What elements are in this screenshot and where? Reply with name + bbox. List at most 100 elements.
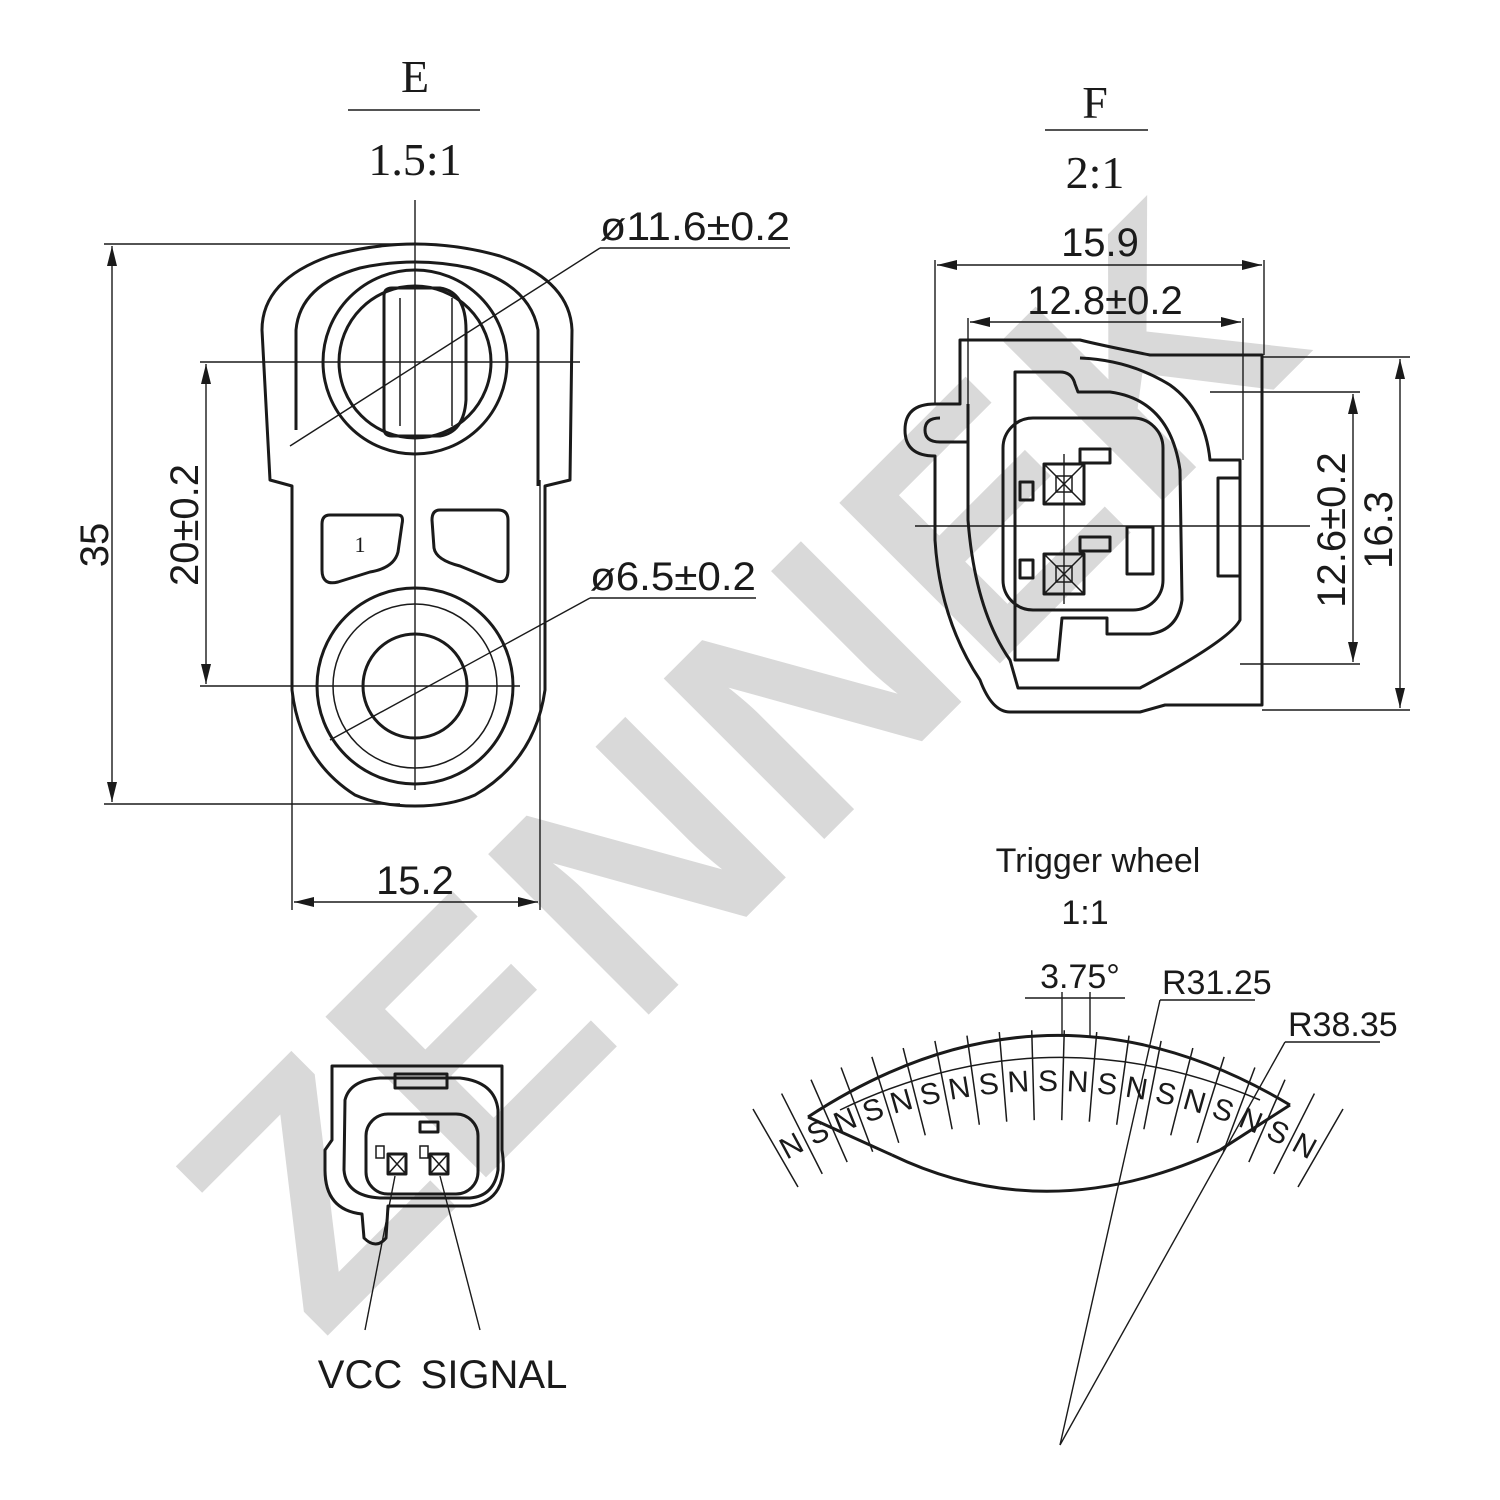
view-e-label: E [401, 51, 429, 102]
dim-top-hole: ø11.6±0.2 [600, 205, 790, 249]
wheel-pole-north: N [1007, 1065, 1030, 1099]
wheel-segment-divider [998, 1031, 1008, 1122]
wheel-outer-arc [807, 1034, 1291, 1119]
wheel-pole-south: S [917, 1076, 944, 1113]
pinout-pin-signal-cross [429, 1153, 449, 1175]
dim-f-outer-height: 16.3 [1357, 491, 1401, 569]
view-e-scale: 1.5:1 [368, 134, 461, 185]
pin-label-vcc: VCC [318, 1353, 402, 1397]
connector-socket-outline [1013, 370, 1184, 662]
pin-tab-bottom [1078, 535, 1112, 553]
pinout-pin-vcc-cross [387, 1153, 407, 1175]
wheel-segment-divider [1143, 1040, 1162, 1130]
connector-housing-inner [966, 356, 1242, 690]
pinout-housing [323, 1064, 505, 1246]
top-hole-core [382, 286, 468, 438]
wheel-segment-divider [1061, 1030, 1066, 1121]
pinout-pin-vcc [386, 1152, 408, 1176]
wheel-segment-divider [1248, 1079, 1286, 1163]
wheel-segment-divider [1088, 1031, 1098, 1122]
dim-bottom-hole: ø6.5±0.2 [590, 555, 756, 599]
view-f-label: F [1082, 77, 1108, 128]
leader-r-inner [1059, 999, 1161, 1446]
pin-slot-bottom [1018, 558, 1035, 580]
dim-f-inner-width: 12.8±0.2 [1027, 279, 1182, 323]
wheel-segment-divider [902, 1047, 926, 1136]
wheel-pole-north: N [774, 1127, 809, 1166]
connector-latch [1216, 476, 1242, 578]
wheel-pole-south: S [1038, 1065, 1058, 1098]
wheel-segment-divider [780, 1093, 823, 1175]
wheel-inner-arc [891, 1148, 1221, 1193]
trigger-wheel-title: Trigger wheel [996, 842, 1201, 880]
pinout-pin-signal [428, 1152, 450, 1176]
connector-cavity [1001, 416, 1165, 612]
wheel-pole-north: N [1180, 1083, 1210, 1121]
sensor-body-inner-outline [294, 260, 540, 486]
wheel-segment-divider [1297, 1108, 1344, 1188]
pin-slot-top [1018, 480, 1035, 502]
wheel-segment-divider [1196, 1056, 1225, 1144]
connector-lug-hole [923, 416, 968, 444]
wheel-pole-north: N [1066, 1065, 1089, 1099]
wheel-segment-divider [1115, 1035, 1130, 1125]
view-f: F 2:1 15.9 12.8±0.2 [903, 77, 1410, 714]
wheel-pole-north: N [946, 1071, 973, 1107]
wheel-segment-divider [871, 1056, 900, 1144]
wheel-segment-divider [966, 1035, 981, 1125]
wheel-segments [752, 1030, 1344, 1188]
dim-width: 15.2 [376, 859, 454, 903]
dim-f-outer-width: 15.9 [1061, 221, 1139, 265]
wheel-pole-south: S [1095, 1067, 1119, 1102]
connector-pinout: VCC SIGNAL [318, 1064, 568, 1397]
wheel-magnet-inner-arc [839, 1056, 1261, 1111]
outer-radius-label: R38.35 [1288, 1006, 1398, 1044]
leader-top-hole [289, 247, 601, 447]
wheel-right-edge [1219, 1103, 1291, 1152]
wheel-segment-divider [1170, 1047, 1194, 1136]
leader-signal [439, 1175, 481, 1331]
pin-label-signal: SIGNAL [421, 1353, 568, 1397]
wheel-segment-divider [1222, 1067, 1256, 1153]
leader-vcc [364, 1175, 396, 1331]
dim-f-inner-height: 12.6±0.2 [1310, 452, 1354, 607]
wheel-pole-south: S [977, 1067, 1001, 1102]
pinout-key [418, 1120, 440, 1134]
marker-pad-right [430, 508, 510, 584]
wheel-left-edge [807, 1115, 893, 1157]
dim-height: 35 [73, 523, 117, 568]
pinout-pin-vcc-tab [375, 1145, 385, 1159]
view-f-scale: 2:1 [1066, 147, 1125, 198]
wheel-segment-divider [1273, 1093, 1316, 1175]
dim-spacing: 20±0.2 [163, 464, 207, 586]
sensor-body-outline [260, 242, 574, 808]
wheel-pole-north: N [887, 1083, 917, 1121]
marker-pad-left [320, 513, 404, 585]
wheel-segment-divider [810, 1079, 848, 1163]
pin-tab-top [1078, 447, 1112, 465]
inner-radius-label: R31.25 [1162, 964, 1272, 1002]
wheel-pole-south: S [802, 1114, 834, 1152]
connector-housing-outline [903, 338, 1264, 714]
wheel-segment-divider [752, 1108, 799, 1188]
wheel-segment-divider [934, 1040, 953, 1130]
pinout-housing-inner [342, 1076, 500, 1200]
trigger-wheel-scale: 1:1 [1061, 894, 1108, 932]
connector-key [1125, 525, 1155, 576]
wheel-pole-north: N [1287, 1127, 1322, 1166]
wheel-segment-divider [840, 1067, 874, 1153]
pinout-cavity [364, 1112, 480, 1196]
wheel-segment-divider [1030, 1030, 1035, 1121]
angle-label: 3.75° [1040, 958, 1120, 996]
pinout-top-latch [393, 1072, 449, 1090]
wheel-pole-south: S [1152, 1076, 1179, 1113]
leader-bottom-hole [329, 597, 591, 741]
pinout-pin-signal-tab [419, 1145, 429, 1159]
view-e: E 1.5:1 1 ø11.6±0.2 ø6.5±0.2 [73, 51, 790, 910]
leader-r-outer [1059, 1041, 1286, 1446]
marker-number: 1 [355, 532, 366, 557]
